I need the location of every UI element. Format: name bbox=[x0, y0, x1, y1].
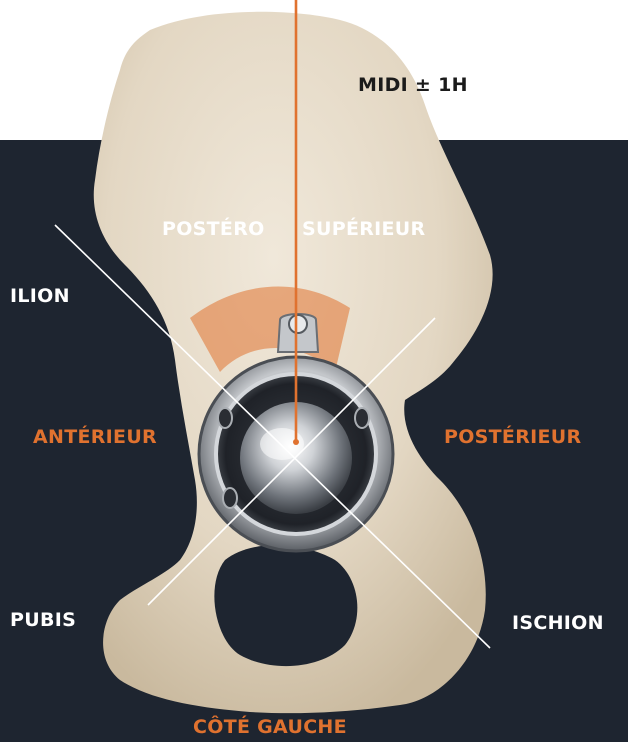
label-anterieur: ANTÉRIEUR bbox=[33, 428, 157, 447]
label-cote-gauche: CÔTÉ GAUCHE bbox=[193, 718, 347, 737]
label-ischion: ISCHION bbox=[512, 614, 604, 633]
label-pubis: PUBIS bbox=[10, 611, 76, 630]
label-superieur: SUPÉRIEUR bbox=[302, 220, 425, 239]
label-midi: MIDI ± 1H bbox=[358, 76, 468, 95]
obturator-foramen bbox=[214, 545, 357, 666]
orange-line-end bbox=[293, 439, 299, 445]
label-posterieur: POSTÉRIEUR bbox=[444, 428, 581, 447]
label-postero: POSTÉRO bbox=[162, 220, 265, 239]
label-ilion: ILION bbox=[10, 287, 70, 306]
